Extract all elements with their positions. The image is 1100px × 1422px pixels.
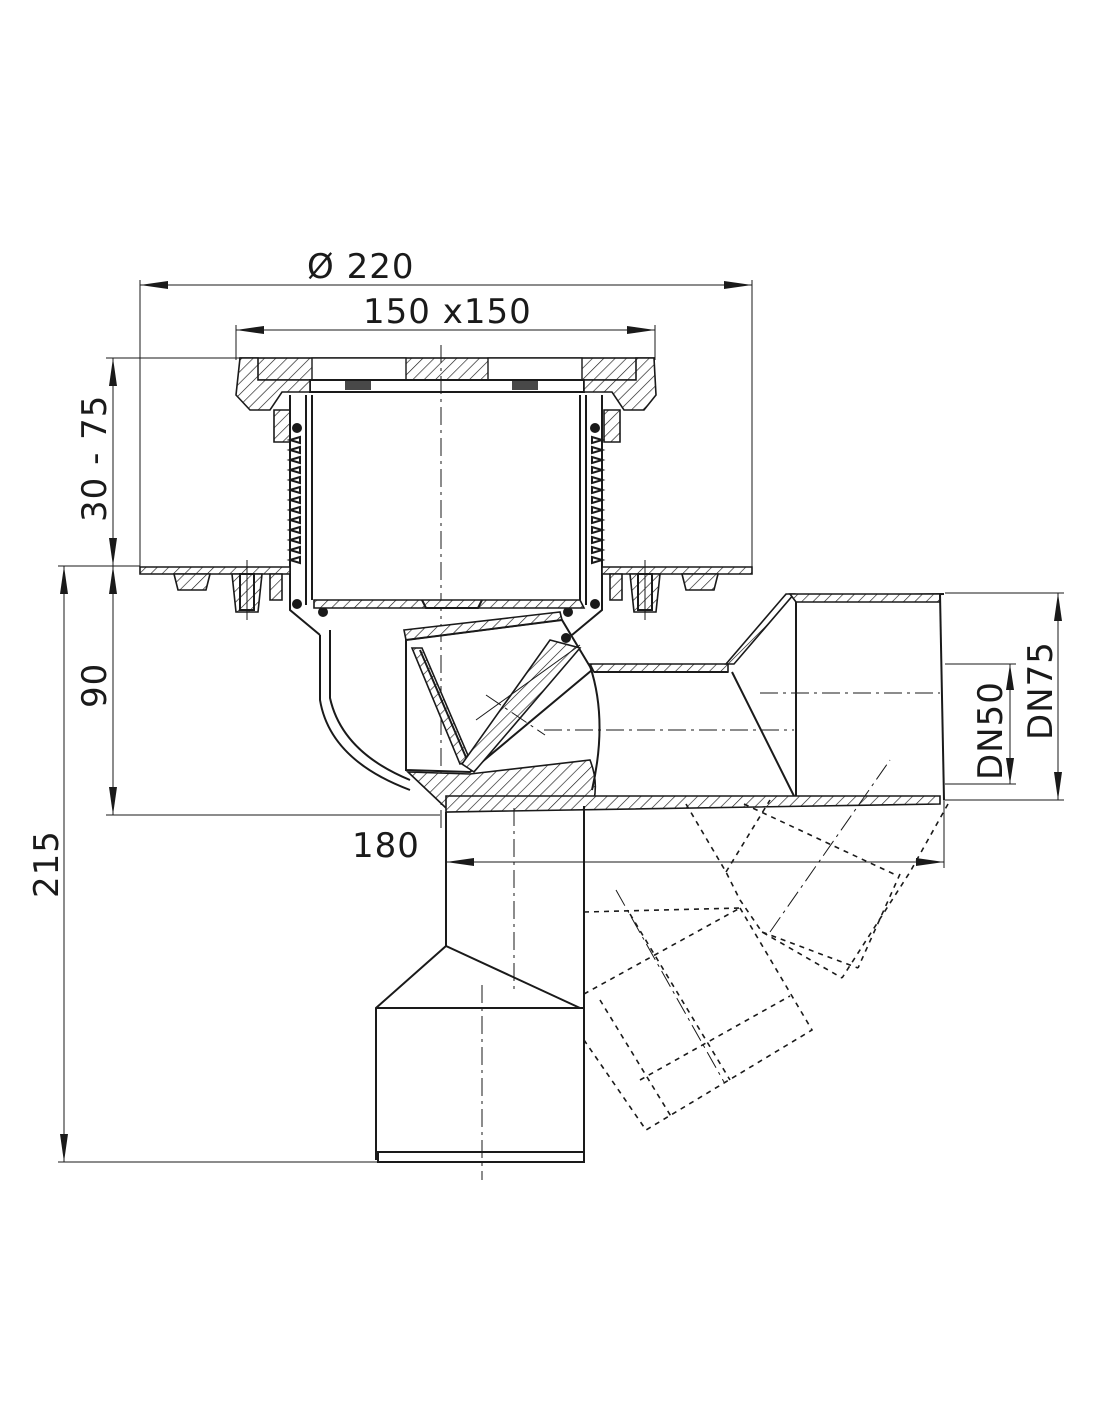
dimension-overall-diameter: Ø 220	[307, 247, 414, 287]
dimension-total-height: 215	[27, 830, 67, 898]
dimension-outlet-offset: 180	[352, 826, 420, 866]
riser-body	[286, 395, 606, 636]
riser-rib	[591, 555, 606, 565]
horizontal-outlet	[445, 593, 945, 813]
riser-rib	[286, 455, 301, 465]
riser-rib	[286, 435, 301, 445]
riser-rib	[286, 505, 301, 515]
dimension-lines	[58, 280, 1064, 1163]
riser-rib	[286, 485, 301, 495]
riser-rib	[591, 545, 606, 555]
riser-rib	[591, 455, 606, 465]
riser-rib	[591, 435, 606, 445]
riser-rib	[591, 495, 606, 505]
flange	[139, 560, 753, 620]
riser-rib	[286, 555, 301, 565]
riser-rib	[591, 475, 606, 485]
dimension-height-adjustment: 30 - 75	[75, 395, 115, 522]
riser-rib	[286, 465, 301, 475]
riser-rib	[286, 525, 301, 535]
riser-rib	[591, 525, 606, 535]
dimension-grate-size: 150 x150	[363, 292, 532, 332]
riser-rib	[591, 515, 606, 525]
riser-rib	[591, 485, 606, 495]
riser-rib	[591, 445, 606, 455]
grate-frame	[235, 357, 657, 443]
vertical-outlet	[375, 806, 585, 1180]
dimension-dn50: DN50	[971, 681, 1011, 780]
riser-rib	[286, 475, 301, 485]
riser-rib	[286, 535, 301, 545]
riser-rib	[286, 545, 301, 555]
riser-rib	[286, 445, 301, 455]
riser-rib	[286, 515, 301, 525]
dimension-dn75: DN75	[1021, 641, 1061, 740]
riser-rib	[286, 495, 301, 505]
alternate-outlet-positions	[583, 759, 949, 1132]
riser-rib	[591, 465, 606, 475]
riser-rib	[591, 505, 606, 515]
dimension-body-height: 90	[75, 663, 115, 708]
riser-rib	[591, 535, 606, 545]
trap-bowl	[313, 599, 601, 809]
